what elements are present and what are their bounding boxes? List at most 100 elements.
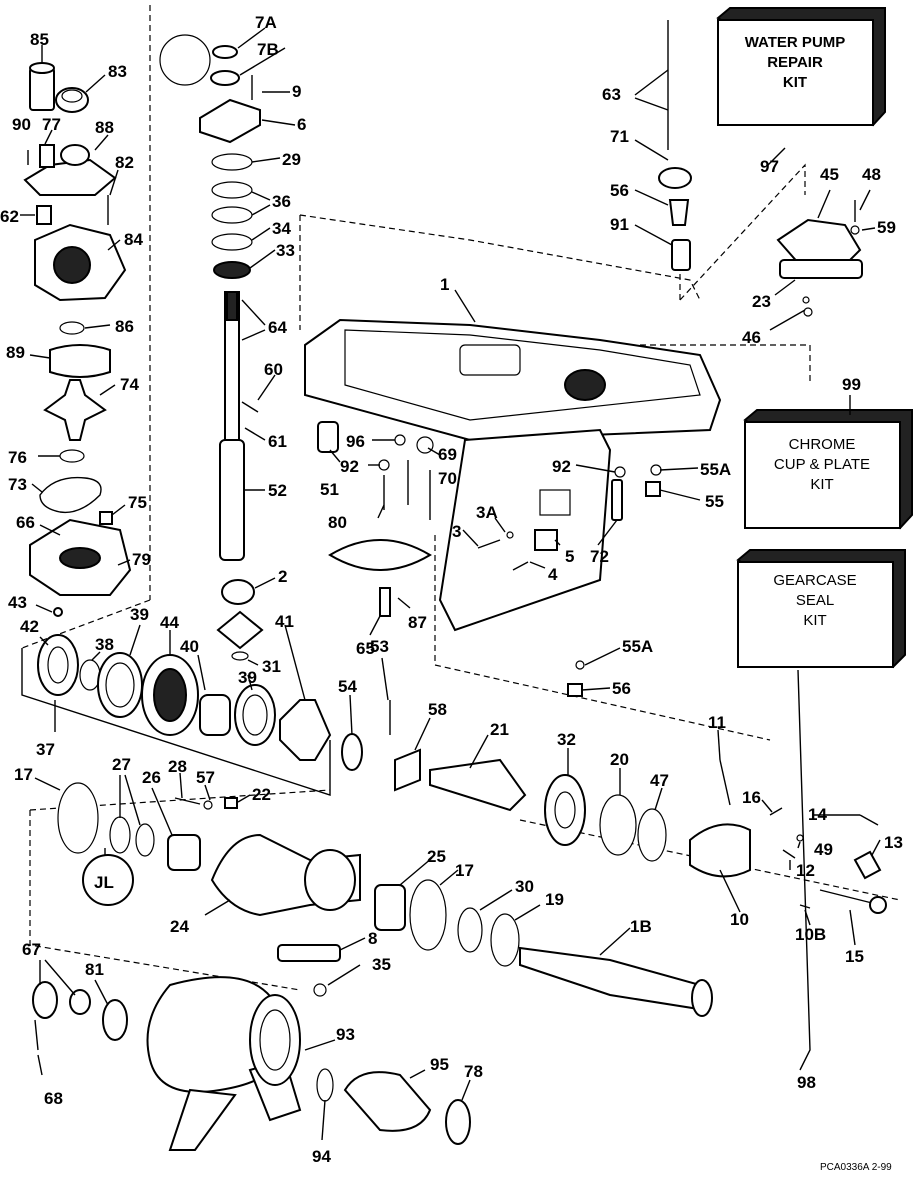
part-label-35: 35 <box>372 955 391 974</box>
leader-lines <box>20 27 881 1141</box>
part-label-92b: 92 <box>552 457 571 476</box>
assembly-guides <box>21 5 901 1100</box>
part-label-21: 21 <box>490 720 509 739</box>
part-label-56a: 56 <box>610 181 629 200</box>
part-label-58: 58 <box>428 700 447 719</box>
part-label-7a: 7A <box>255 13 277 32</box>
part-label-97: 97 <box>760 157 779 176</box>
bearing-housing-parts <box>37 634 332 761</box>
part-label-24: 24 <box>170 917 189 936</box>
part-label-47: 47 <box>650 771 669 790</box>
part-label-16: 16 <box>742 788 761 807</box>
part-label-93: 93 <box>336 1025 355 1044</box>
part-label-54: 54 <box>338 677 357 696</box>
part-label-75: 75 <box>128 493 147 512</box>
part-label-48: 48 <box>862 165 881 184</box>
part-label-11: 11 <box>708 713 726 732</box>
gearcase-kit-line1: GEARCASE <box>773 572 856 589</box>
chrome-kit-box <box>743 409 913 530</box>
part-label-30: 30 <box>515 877 534 896</box>
part-label-70: 70 <box>438 469 457 488</box>
part-label-76: 76 <box>8 448 27 467</box>
part-label-7b: 7B <box>257 40 279 59</box>
part-label-90: 90 <box>12 115 31 134</box>
part-label-22: 22 <box>252 785 271 804</box>
part-label-29: 29 <box>282 150 301 169</box>
part-label-41: 41 <box>275 612 294 631</box>
part-label-23: 23 <box>752 292 771 311</box>
part-label-43: 43 <box>8 593 27 612</box>
part-label-88: 88 <box>95 118 114 137</box>
part-label-78: 78 <box>464 1062 483 1081</box>
gearcase-kit-line2: SEAL <box>796 592 834 609</box>
part-label-99: 99 <box>842 375 861 394</box>
part-label-55a1: 55A <box>700 460 731 479</box>
housing-fasteners <box>317 421 662 735</box>
gearcase-kit-box <box>736 549 906 669</box>
part-number-labels: 85 83 90 77 88 82 62 84 86 89 74 76 73 7… <box>0 13 903 1166</box>
part-label-67: 67 <box>22 940 41 959</box>
shaft-and-gear-parts <box>341 733 887 914</box>
part-label-6: 6 <box>297 115 306 134</box>
part-label-45: 45 <box>820 165 839 184</box>
part-label-62: 62 <box>0 207 19 226</box>
part-label-38: 38 <box>95 635 114 654</box>
part-label-60: 60 <box>264 360 283 379</box>
water-pump-kit-line2: REPAIR <box>767 54 823 71</box>
part-label-79: 79 <box>132 550 151 569</box>
chrome-kit-line2: CUP & PLATE <box>774 456 870 473</box>
part-label-46: 46 <box>742 328 761 347</box>
part-label-66: 66 <box>16 513 35 532</box>
part-label-63: 63 <box>602 85 621 104</box>
chrome-kit-line1: CHROME <box>789 436 856 453</box>
part-label-31: 31 <box>262 657 281 676</box>
svg-text:JL: JL <box>94 873 114 892</box>
part-label-49: 49 <box>814 840 833 859</box>
water-pump-kit-line3: KIT <box>783 74 807 91</box>
part-label-83: 83 <box>108 62 127 81</box>
part-label-14: 14 <box>808 805 827 824</box>
part-label-13: 13 <box>884 833 903 852</box>
part-label-96: 96 <box>346 432 365 451</box>
part-label-71: 71 <box>610 127 629 146</box>
part-label-84: 84 <box>124 230 143 249</box>
part-label-51: 51 <box>320 480 339 499</box>
water-pump-kit-line1: WATER PUMP <box>745 34 846 51</box>
part-label-39a: 39 <box>130 605 149 624</box>
kit-labels: WATER PUMP REPAIR KIT CHROME CUP & PLATE… <box>745 34 870 629</box>
part-label-77: 77 <box>42 115 61 134</box>
bracket-37 <box>21 648 331 796</box>
part-label-3: 3 <box>452 522 461 541</box>
part-label-40: 40 <box>180 637 199 656</box>
lower-parts: JL <box>32 782 713 1051</box>
part-label-36: 36 <box>272 192 291 211</box>
chrome-kit-line3: KIT <box>810 476 833 493</box>
part-label-69: 69 <box>438 445 457 464</box>
part-label-12: 12 <box>796 861 815 880</box>
gearcase-housing <box>304 318 722 632</box>
diagram-code: PCA0336A 2-99 <box>820 1162 892 1173</box>
water-pump-kit-box <box>716 7 886 127</box>
part-label-91: 91 <box>610 215 629 234</box>
gearcase-kit-line3: KIT <box>803 612 826 629</box>
part-label-42: 42 <box>20 617 39 636</box>
part-label-18: 1B <box>630 917 652 936</box>
part-label-44: 44 <box>160 613 179 632</box>
part-label-8: 8 <box>368 929 377 948</box>
part-label-72: 72 <box>590 547 609 566</box>
part-label-89: 89 <box>6 343 25 362</box>
propeller-parts <box>146 976 471 1151</box>
part-label-85: 85 <box>30 30 49 49</box>
part-label-57: 57 <box>196 768 215 787</box>
part-label-81: 81 <box>85 960 104 979</box>
part-label-26: 26 <box>142 768 161 787</box>
part-label-1: 1 <box>440 275 449 294</box>
drive-shaft-column <box>159 34 264 661</box>
part-label-5: 5 <box>565 547 574 566</box>
part-label-3a: 3A <box>476 503 498 522</box>
part-label-37: 37 <box>36 740 55 759</box>
part-label-55: 55 <box>705 492 724 511</box>
part-label-98: 98 <box>797 1073 816 1092</box>
